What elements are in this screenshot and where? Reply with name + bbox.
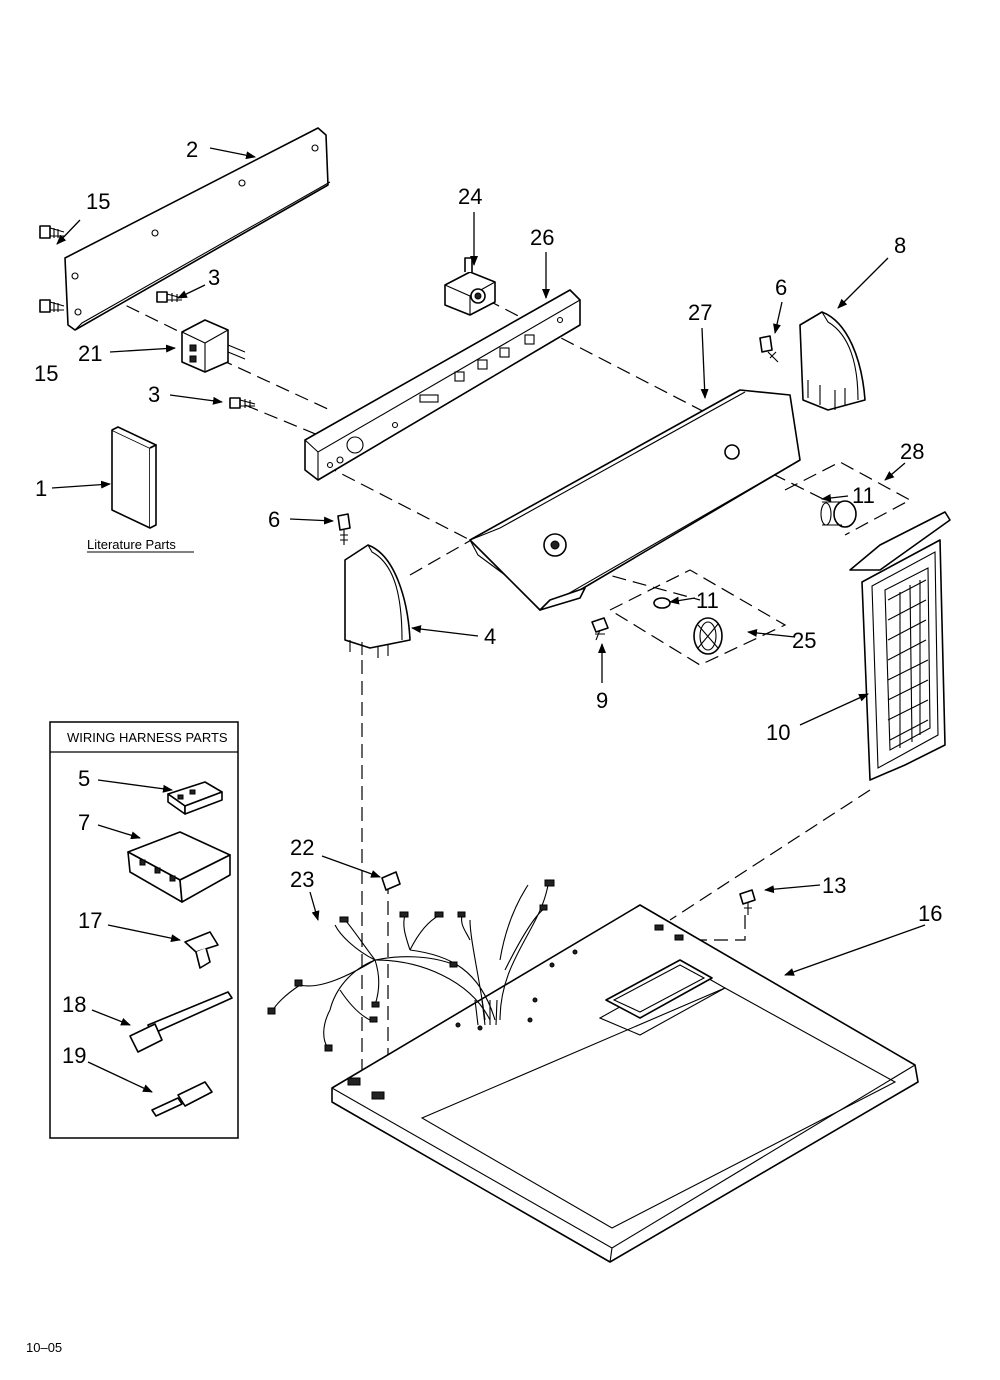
part-27-console bbox=[469, 389, 801, 611]
callout-28: 28 bbox=[900, 439, 924, 464]
callout-2: 2 bbox=[186, 137, 198, 162]
callout-27: 27 bbox=[688, 300, 712, 325]
callout-22: 22 bbox=[290, 835, 314, 860]
part-24-timer bbox=[444, 257, 496, 316]
part-15-screw-upper bbox=[39, 225, 65, 239]
footer-code: 10–05 bbox=[26, 1340, 62, 1355]
callout-16: 16 bbox=[918, 901, 942, 926]
part-3-screw-upper bbox=[156, 291, 183, 303]
part-10-lint-filter bbox=[849, 511, 951, 781]
callout-8: 8 bbox=[894, 233, 906, 258]
part-1-literature bbox=[111, 426, 157, 529]
callout-11-right: 11 bbox=[852, 483, 875, 508]
part-17-clip bbox=[184, 931, 219, 969]
literature-parts-label: Literature Parts bbox=[87, 537, 176, 552]
callout-7: 7 bbox=[78, 810, 90, 835]
part-22-clip bbox=[381, 871, 401, 891]
part-16-top-panel bbox=[331, 904, 919, 1263]
callout-15-upper: 15 bbox=[86, 189, 110, 214]
callout-9: 9 bbox=[596, 688, 608, 713]
callout-24: 24 bbox=[458, 184, 482, 209]
part-25-knob bbox=[693, 617, 723, 655]
callout-11-lower: 11 bbox=[696, 588, 719, 613]
callout-1: 1 bbox=[35, 476, 47, 501]
part-3-screw-lower bbox=[229, 397, 256, 409]
callout-21: 21 bbox=[78, 341, 102, 366]
callout-3-lower: 3 bbox=[148, 382, 160, 407]
part-13-screw bbox=[739, 889, 756, 915]
wiring-harness-box bbox=[49, 721, 239, 1139]
part-19-terminal bbox=[151, 1081, 213, 1117]
wiring-box-title: WIRING HARNESS PARTS bbox=[67, 730, 228, 745]
callout-15-lower: 15 bbox=[34, 361, 58, 386]
part-6-screw-left bbox=[337, 513, 351, 545]
part-2-plate bbox=[64, 127, 331, 331]
callout-26: 26 bbox=[530, 225, 554, 250]
callout-25: 25 bbox=[792, 628, 816, 653]
callout-17: 17 bbox=[78, 908, 102, 933]
leader-lines bbox=[51, 147, 926, 1093]
callout-6-right: 6 bbox=[775, 275, 787, 300]
callout-19: 19 bbox=[62, 1043, 86, 1068]
callout-18: 18 bbox=[62, 992, 86, 1017]
part-11-knob-small bbox=[653, 597, 671, 609]
part-7-terminal-block bbox=[127, 831, 231, 903]
callout-3-upper: 3 bbox=[208, 265, 220, 290]
callout-labels: 2 15 3 21 15 3 1 6 4 24 26 27 6 8 28 11 … bbox=[26, 137, 942, 1355]
callout-23: 23 bbox=[290, 867, 314, 892]
callout-10: 10 bbox=[766, 720, 790, 745]
part-21-switch bbox=[181, 319, 246, 373]
callout-13: 13 bbox=[822, 873, 846, 898]
callout-4: 4 bbox=[484, 624, 496, 649]
part-6-screw-right bbox=[759, 335, 779, 363]
part-18-cable-tie bbox=[129, 991, 233, 1053]
part-5-connector bbox=[167, 781, 223, 815]
callout-5: 5 bbox=[78, 766, 90, 791]
part-9-screw bbox=[591, 617, 609, 641]
part-15-screw-lower bbox=[39, 299, 65, 313]
part-8-endcap bbox=[799, 311, 866, 411]
part-23-harness bbox=[267, 879, 555, 1052]
part-11-knob-right bbox=[820, 500, 857, 528]
part-26-bracket bbox=[304, 289, 581, 481]
part-4-endcap bbox=[344, 544, 411, 658]
callout-6-left: 6 bbox=[268, 507, 280, 532]
